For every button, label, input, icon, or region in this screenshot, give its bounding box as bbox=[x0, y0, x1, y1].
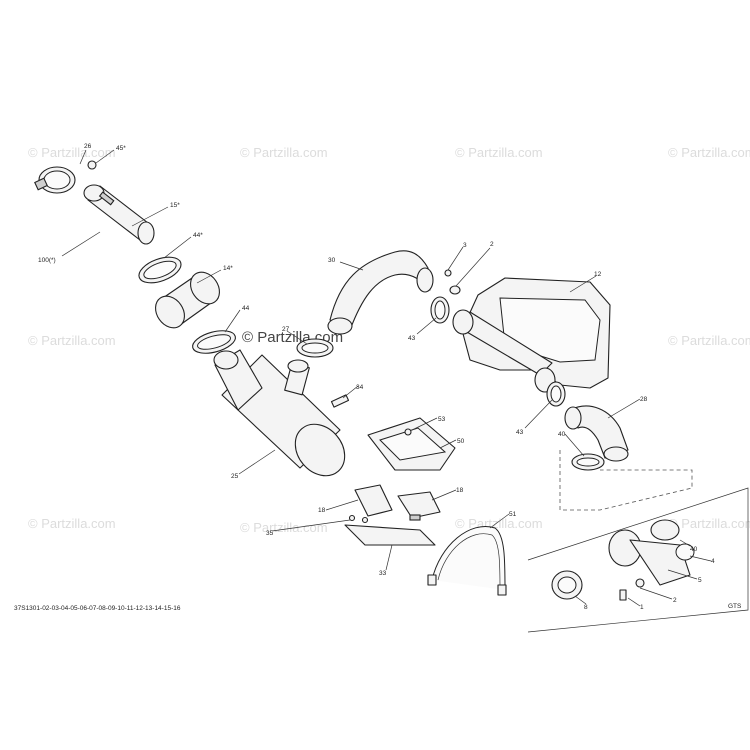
lower-shield-part bbox=[344, 514, 436, 546]
clamp-44b-part bbox=[192, 330, 236, 354]
callout-label: 43 bbox=[516, 429, 524, 436]
bolt-part bbox=[330, 394, 350, 408]
watermark: © Partzilla.com bbox=[668, 516, 750, 531]
callout-label: 3 bbox=[463, 242, 467, 249]
callout-label: 25 bbox=[231, 473, 239, 480]
watermark: © Partzilla.com bbox=[668, 333, 750, 348]
callout-label: 53 bbox=[438, 416, 446, 423]
clamp-43-part bbox=[430, 296, 450, 324]
strap-part bbox=[427, 526, 507, 596]
watermark: © Partzilla.com bbox=[455, 516, 543, 531]
callout-label: 27 bbox=[282, 326, 290, 333]
callout-label: 1 bbox=[640, 604, 644, 611]
sleeve-part bbox=[155, 271, 220, 329]
bracket-part bbox=[354, 484, 441, 521]
callout-label: 44 bbox=[242, 305, 250, 312]
callout-label: 14* bbox=[223, 265, 233, 272]
callout-label: 2 bbox=[490, 241, 494, 248]
watermarks: © Partzilla.com © Partzilla.com © Partzi… bbox=[28, 145, 750, 535]
watermark: © Partzilla.com bbox=[28, 333, 116, 348]
callout-label: 4 bbox=[711, 558, 715, 565]
clamp-43b-part bbox=[546, 381, 566, 407]
callout-label: 100(*) bbox=[38, 257, 56, 264]
callout-label: 12 bbox=[594, 271, 602, 278]
muffler-part bbox=[213, 349, 346, 477]
callout-label: 2 bbox=[673, 597, 677, 604]
callout-label: 33 bbox=[379, 570, 387, 577]
callout-label: 18 bbox=[318, 507, 326, 514]
exhaust-pipe-part bbox=[327, 250, 434, 335]
watermark: © Partzilla.com bbox=[28, 516, 116, 531]
callout-labels: 26 45* 15* 100(*) 44* 14* 44 27 30 3 2 1… bbox=[38, 143, 715, 611]
watermark: © Partzilla.com bbox=[28, 145, 116, 160]
callout-label: 40 bbox=[558, 431, 566, 438]
watermark: © Partzilla.com bbox=[240, 520, 328, 535]
inset-label: GTS bbox=[728, 603, 742, 610]
clamp-part bbox=[34, 160, 97, 194]
callout-label: 15* bbox=[170, 202, 180, 209]
clamp-40-part bbox=[571, 453, 605, 471]
gts-inset bbox=[527, 487, 749, 633]
inset-connector bbox=[559, 450, 693, 511]
callout-label: 34 bbox=[356, 384, 364, 391]
callout-label: 26 bbox=[84, 143, 92, 150]
screw-part bbox=[444, 269, 461, 295]
callout-label: 45* bbox=[116, 145, 126, 152]
callout-label: 28 bbox=[640, 396, 648, 403]
heat-shield-part bbox=[367, 417, 456, 471]
callout-label: 44* bbox=[193, 232, 203, 239]
callout-label: 5 bbox=[698, 577, 702, 584]
diagram-code: 37S1301-02-03-04-05-06-07-08-09-10-11-12… bbox=[14, 605, 181, 612]
watermark: © Partzilla.com bbox=[455, 145, 543, 160]
callout-label: 50 bbox=[457, 438, 465, 445]
callout-label: 35 bbox=[266, 530, 274, 537]
callout-label: 43 bbox=[408, 335, 416, 342]
callout-label: 51 bbox=[509, 511, 517, 518]
watermark: © Partzilla.com bbox=[240, 145, 328, 160]
resonator-tube-part bbox=[83, 184, 155, 245]
watermark: © Partzilla.com bbox=[668, 145, 750, 160]
callout-label: 8 bbox=[584, 604, 588, 611]
callout-label: 30 bbox=[328, 257, 336, 264]
clamp-44-part bbox=[138, 256, 182, 284]
callout-label: 18 bbox=[456, 487, 464, 494]
leader-lines bbox=[61, 149, 712, 607]
elbow-part bbox=[564, 405, 629, 462]
muffler-body-part bbox=[452, 277, 611, 393]
clamp-27-part bbox=[296, 338, 334, 358]
callout-label: 40 bbox=[690, 546, 698, 553]
